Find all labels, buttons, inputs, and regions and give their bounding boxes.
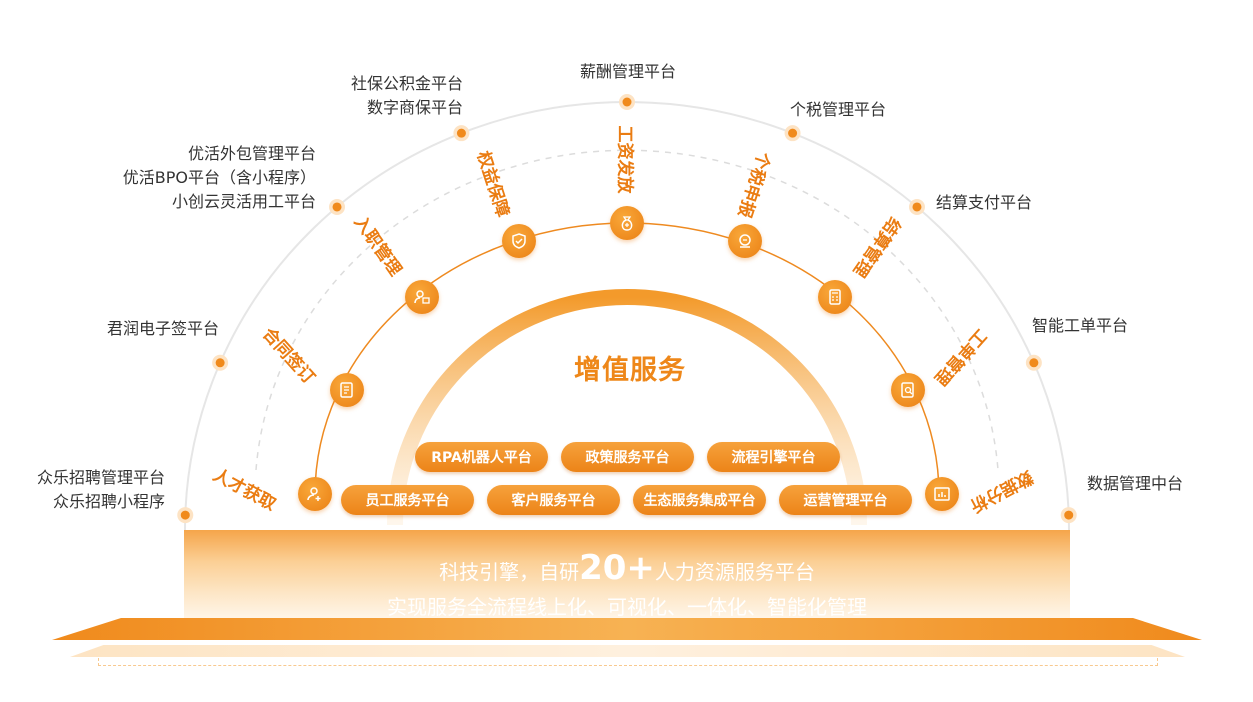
label-line: 结算支付平台 bbox=[936, 193, 1033, 212]
headline-prefix: 科技引擎，自研 bbox=[439, 560, 580, 584]
platform-dot bbox=[1029, 358, 1039, 368]
label-line: 优活外包管理平台 bbox=[187, 144, 316, 163]
service-payroll: 工资发放 bbox=[614, 125, 635, 194]
label-talent-platforms: 众乐招聘管理平台 众乐招聘小程序 bbox=[37, 466, 165, 514]
headline-suffix: 人力资源服务平台 bbox=[654, 560, 815, 584]
platform-dot bbox=[622, 97, 632, 107]
pill-operations: 运营管理平台 bbox=[779, 485, 912, 515]
pill-employee: 员工服务平台 bbox=[341, 485, 474, 515]
label-social-platforms: 社保公积金平台 数字商保平台 bbox=[351, 72, 463, 120]
tax-search-icon bbox=[728, 224, 762, 258]
label-line: 数字商保平台 bbox=[366, 98, 463, 117]
bar-chart-icon bbox=[925, 477, 959, 511]
shield-icon bbox=[502, 224, 536, 258]
platform-dot bbox=[912, 202, 922, 212]
label-data-platform: 数据管理中台 bbox=[1087, 472, 1183, 496]
label-salary-platform: 薪酬管理平台 bbox=[560, 60, 696, 84]
platform-dot bbox=[1064, 510, 1074, 520]
label-line: 智能工单平台 bbox=[1032, 316, 1129, 335]
pill-ecosystem: 生态服务集成平台 bbox=[633, 485, 766, 515]
headline-number: 20+ bbox=[579, 548, 655, 588]
money-bag-icon bbox=[610, 206, 644, 240]
platform-dot bbox=[215, 358, 225, 368]
label-line: 数据管理中台 bbox=[1087, 474, 1184, 493]
pill-workflow: 流程引擎平台 bbox=[707, 442, 840, 472]
label-settle-platform: 结算支付平台 bbox=[936, 191, 1032, 215]
value-added-title: 增值服务 bbox=[574, 355, 686, 386]
platform-dot bbox=[180, 510, 190, 520]
label-line: 君润电子签平台 bbox=[106, 319, 219, 338]
label-line: 优活BPO平台（含小程序） bbox=[122, 168, 316, 187]
pill-rpa: RPA机器人平台 bbox=[415, 442, 548, 472]
label-line: 社保公积金平台 bbox=[350, 74, 463, 93]
label-line: 众乐招聘小程序 bbox=[52, 492, 165, 511]
base-subline: 实现服务全流程线上化、可视化、一体化、智能化管理 bbox=[387, 595, 867, 619]
base-banner bbox=[184, 530, 1070, 620]
label-esign-platform: 君润电子签平台 bbox=[107, 317, 219, 341]
calculator-icon bbox=[818, 280, 852, 314]
platform-dot bbox=[456, 128, 466, 138]
platform-dot bbox=[788, 128, 798, 138]
stage-platform-shadow bbox=[70, 645, 1185, 657]
value-arc bbox=[387, 289, 867, 526]
onboard-icon bbox=[405, 280, 439, 314]
stage-platform bbox=[52, 618, 1202, 640]
base-headline: 科技引擎，自研20+人力资源服务平台 bbox=[184, 548, 1070, 592]
label-line: 个税管理平台 bbox=[790, 100, 887, 119]
pill-customer: 客户服务平台 bbox=[487, 485, 620, 515]
pill-policy: 政策服务平台 bbox=[561, 442, 694, 472]
ticket-icon bbox=[891, 373, 925, 407]
label-hr-platforms: 优活外包管理平台 优活BPO平台（含小程序） 小创云灵活用工平台 bbox=[123, 142, 316, 214]
label-line: 众乐招聘管理平台 bbox=[36, 468, 165, 487]
dashed-arc bbox=[255, 149, 999, 471]
label-line: 薪酬管理平台 bbox=[579, 62, 676, 81]
label-tax-platform: 个税管理平台 bbox=[790, 98, 886, 122]
contract-icon bbox=[330, 373, 364, 407]
platform-dot bbox=[332, 202, 342, 212]
label-line: 小创云灵活用工平台 bbox=[171, 192, 316, 211]
user-add-icon bbox=[298, 477, 332, 511]
stage-platform-outline bbox=[98, 658, 1158, 666]
label-ticket-platform: 智能工单平台 bbox=[1032, 314, 1128, 338]
